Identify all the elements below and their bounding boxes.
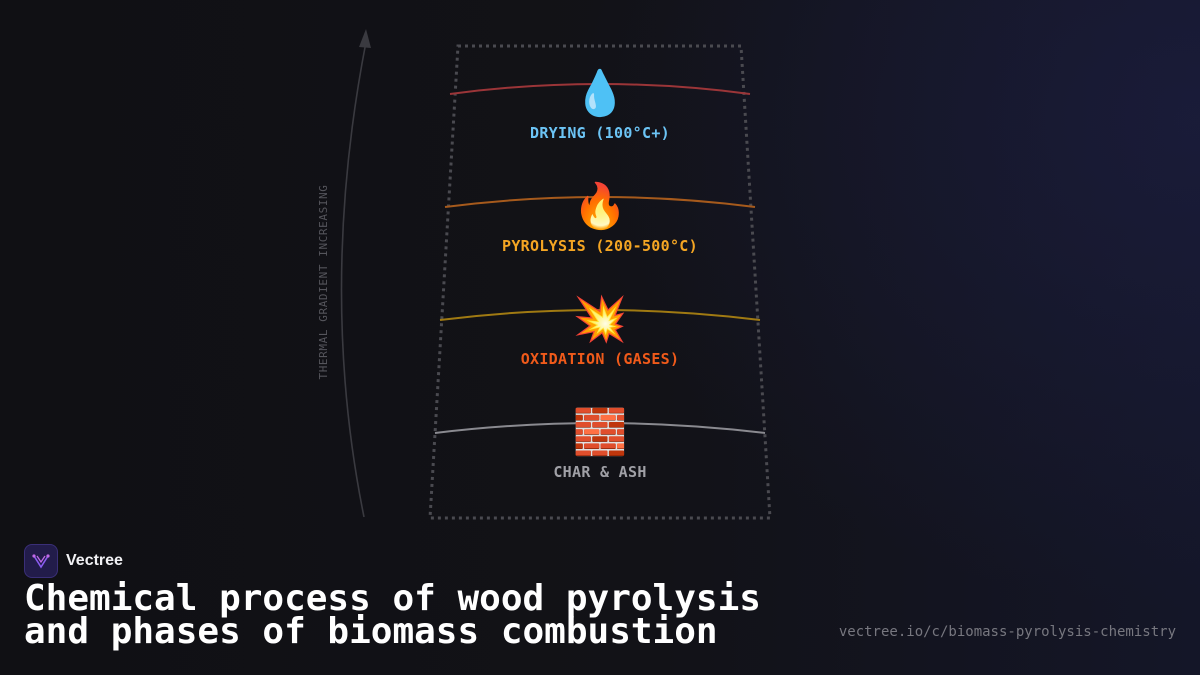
brick-icon: 🧱 [573, 407, 628, 458]
phase-label: DRYING (100°C+) [530, 124, 670, 142]
combustion-diagram: THERMAL GRADIENT INCREASING 💧 DRYING (100… [317, 29, 772, 520]
phase-label: PYROLYSIS (200-500°C) [502, 237, 698, 255]
fire-icon: 🔥 [573, 181, 628, 232]
phase-4: 🧱 CHAR & ASH [434, 407, 766, 481]
vectree-logo-icon [24, 544, 58, 578]
phase-label: CHAR & ASH [553, 463, 646, 481]
phase-2: 🔥 PYROLYSIS (200-500°C) [444, 181, 756, 255]
thermal-gradient-label: THERMAL GRADIENT INCREASING [317, 184, 330, 379]
source-url[interactable]: vectree.io/c/biomass-pyrolysis-chemistry [838, 624, 1176, 640]
brand-name: Vectree [66, 552, 123, 569]
page-title: Chemical process of wood pyrolysis and p… [24, 578, 824, 652]
brand[interactable]: Vectree [24, 544, 123, 578]
arrowhead-icon [359, 29, 371, 48]
explosion-icon: 💥 [573, 294, 628, 345]
phase-boundary-arc [434, 422, 766, 434]
thermal-gradient-arrow [340, 41, 367, 518]
phase-label: OXIDATION (GASES) [521, 350, 680, 368]
phase-boundary-arc [444, 196, 756, 208]
combustion-chamber-outline [428, 44, 772, 520]
water-droplet-icon: 💧 [573, 68, 628, 119]
phase-boundary-arc [449, 83, 751, 95]
phase-1: 💧 DRYING (100°C+) [449, 68, 751, 142]
title-line-1: Chemical process of wood pyrolysis [24, 578, 761, 619]
title-line-2: and phases of biomass combustion [24, 611, 718, 652]
phase-3: 💥 OXIDATION (GASES) [439, 294, 761, 368]
phase-boundary-arc [439, 309, 761, 321]
